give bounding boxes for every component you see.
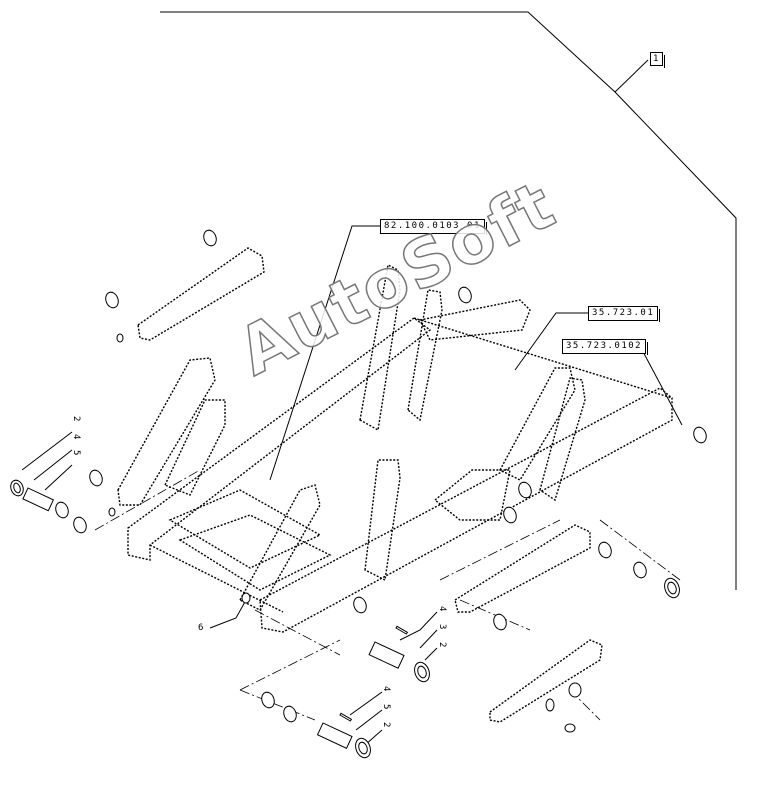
leader-pin-a <box>514 312 588 371</box>
callout-left-2: 2 <box>71 416 81 422</box>
callout-mid-3: 3 <box>437 624 447 630</box>
callout-bottom-2: 2 <box>381 722 391 728</box>
callout-bottom-5: 5 <box>381 704 391 710</box>
ref-box-pin-b[interactable]: 35.723.0102 <box>562 339 649 355</box>
callout-left-4: 4 <box>71 434 81 440</box>
link-arm-top <box>137 247 265 341</box>
callout-left-5: 5 <box>71 450 81 456</box>
callout-bottom-4: 4 <box>381 686 391 692</box>
ref-box-assembly[interactable]: 1 <box>650 52 665 68</box>
leader-lift-arm <box>269 225 380 481</box>
leader-pin-b <box>562 345 683 426</box>
ref-box-lift-arm[interactable]: 82.100.0103 01 <box>380 219 487 235</box>
callout-mid-4: 4 <box>437 606 447 612</box>
ref-box-pin-a[interactable]: 35.723.01 <box>588 306 661 322</box>
assembly-frame-line <box>160 11 737 590</box>
frame-beam-right <box>259 387 673 633</box>
callout-mid-2: 2 <box>437 642 447 648</box>
callout-grease-6: 6 <box>198 623 204 633</box>
